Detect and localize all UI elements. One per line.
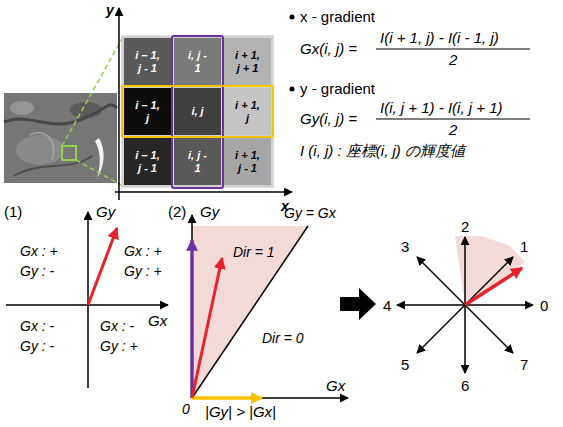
cell-coordinate: i, j - 1 [185, 149, 210, 174]
region-label: Dir = 1 [232, 244, 276, 260]
sign-label: Gx : - [100, 318, 134, 334]
direction-arrow [397, 304, 465, 306]
gradient-vector [88, 228, 117, 305]
bullet-heading: y - gradient [300, 80, 375, 97]
axis-label: y [106, 2, 114, 18]
direction-arrow [464, 305, 466, 373]
zoom-line [62, 37, 123, 146]
gx-component [192, 396, 262, 400]
axis-label: Gx [326, 377, 345, 394]
cell-coordinate: i, j - 1 [185, 49, 210, 74]
sign-label: Gy : - [20, 263, 54, 279]
cell-coordinate: i + 1, j + 1 [235, 49, 260, 74]
cell-coordinate: i, j [191, 105, 203, 118]
legend-note: I (i, j) : 座標(i, j) の輝度値 [300, 142, 465, 159]
gy-axis [191, 215, 193, 398]
axis-label: Gy [96, 203, 115, 220]
pixel-cell: i – 1, j [123, 87, 172, 136]
column-frame [171, 35, 224, 189]
micrograph [4, 37, 123, 186]
direction-number: 4 [383, 297, 391, 314]
sign-label: Gx : + [124, 243, 162, 259]
pixel-cell: i, j - 1 [173, 37, 222, 86]
direction-arrow [417, 305, 465, 353]
zoom-square [62, 146, 76, 160]
pixel-cell: i, j [173, 87, 222, 136]
fraction-bar [376, 118, 530, 119]
direction-arrow [465, 257, 513, 305]
cell-coordinate: i + 1, j [235, 99, 260, 124]
formula-denominator: 2 [449, 121, 457, 138]
grid-ground [122, 36, 273, 187]
pixel-cell: i, j - 1 [173, 137, 222, 186]
bullet-heading: x - gradient [300, 8, 375, 25]
direction-arrow [464, 237, 466, 305]
cell-coordinate: i + 1, j - 1 [235, 149, 260, 174]
axis-label: Gy [200, 203, 219, 220]
pixel-cell: i – 1, j - 1 [123, 137, 172, 186]
bright-streak [95, 138, 104, 178]
fraction-bar [376, 48, 530, 49]
direction-arrows [397, 237, 533, 373]
dir-sector [455, 236, 525, 305]
pixel-cell: i + 1, j [223, 87, 272, 136]
line-label: Gy = Gx [284, 205, 336, 221]
photo-structure [4, 105, 117, 124]
formula-text: Gx(i, j) = [300, 40, 357, 57]
cell-coordinate: i – 1, j [135, 99, 160, 124]
gradient-vector [465, 268, 522, 305]
pixel-cell: i + 1, j + 1 [223, 37, 272, 86]
dir-region [192, 226, 308, 398]
direction-number: 7 [520, 356, 528, 373]
direction-number: 1 [520, 238, 528, 255]
row-frame [121, 85, 274, 138]
panel-number: (1) [4, 203, 22, 220]
pixel-cell: i – 1, j - 1 [123, 37, 172, 86]
pixel-cell: i + 1, j - 1 [223, 137, 272, 186]
sign-label: Gx : + [20, 243, 58, 259]
formula-text: Gy(i, j) = [300, 110, 357, 127]
direction-number: 6 [461, 377, 469, 394]
photo-ground [4, 93, 117, 183]
photo-blob [16, 135, 64, 165]
sign-label: Gy : - [20, 338, 54, 354]
photo-blob [10, 101, 34, 115]
gy-component [190, 240, 194, 398]
condition-label: |Gy| > |Gx| [205, 403, 276, 420]
panel-number: (2) [168, 203, 186, 220]
gx-axis [192, 397, 348, 399]
direction-arrow [465, 305, 513, 353]
region-label: Dir = 0 [262, 330, 304, 346]
formula-numerator: I(i + 1, j) - I(i - 1, j) [380, 29, 499, 46]
gradient-vector [192, 258, 222, 398]
sign-label: Gx : - [20, 318, 54, 334]
sign-label: Gy : + [100, 338, 138, 354]
direction-number: 3 [401, 238, 409, 255]
cell-coordinate: i – 1, j - 1 [135, 49, 160, 74]
sign-label: Gy : + [124, 263, 162, 279]
photo-structure [30, 133, 53, 160]
formula-denominator: 2 [449, 51, 457, 68]
cell-coordinate: i – 1, j - 1 [135, 149, 160, 174]
y-axis [118, 8, 120, 200]
direction-number: 0 [540, 297, 548, 314]
origin-label: 0 [182, 401, 190, 417]
zoom-line [76, 160, 123, 186]
axis-label: Gx [148, 312, 167, 329]
direction-number: 5 [401, 356, 409, 373]
x-axis [115, 191, 292, 193]
block-arrow [340, 288, 376, 320]
bullet [290, 15, 295, 20]
direction-arrow [465, 304, 533, 306]
direction-arrow [417, 257, 465, 305]
diagonal-line [192, 226, 308, 398]
direction-number: 2 [461, 218, 469, 235]
bullet [290, 87, 295, 92]
formula-numerator: I(i, j + 1) - I(i, j + 1) [380, 99, 503, 116]
